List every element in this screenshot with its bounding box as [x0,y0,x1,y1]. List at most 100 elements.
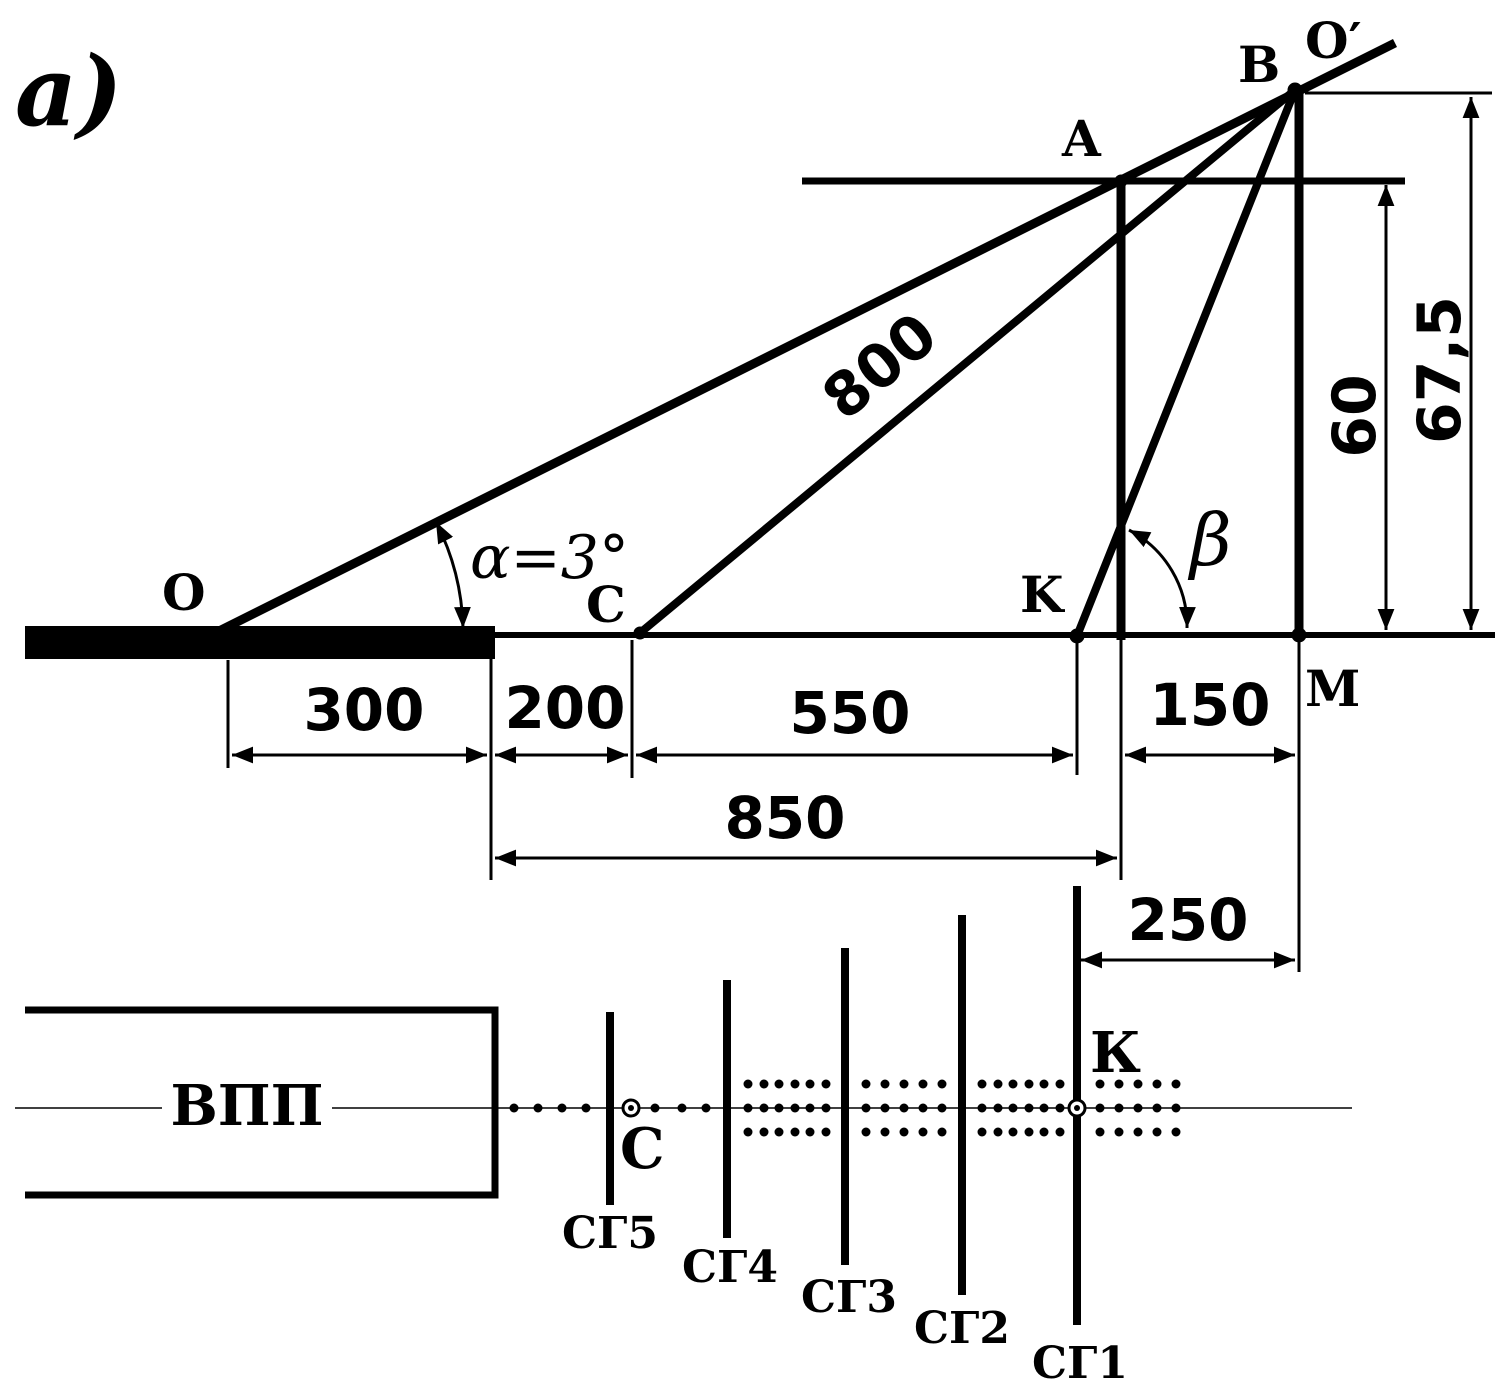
approach-light-dot [1095,1127,1105,1137]
plan-view: ВПП С К СГ5 СГ4 СГ3 СГ2 СГ1 [15,886,1352,1389]
label-m: M [1305,659,1360,718]
approach-light-dot [759,1079,769,1089]
approach-light-dot [977,1103,987,1113]
label-o-prime: O′ [1305,11,1362,70]
approach-light-dot [821,1127,831,1137]
point-a [1114,174,1128,188]
elevation-labels: O O′ B A C K M α=3° β 800 60 67,5 300 20… [162,11,1475,954]
approach-light-dot [677,1103,687,1113]
approach-light-dot [1055,1079,1065,1089]
label-o: O [162,563,206,622]
approach-light-dot [1008,1079,1018,1089]
plan-label-k: К [1090,1020,1141,1086]
label-b: B [1238,35,1280,94]
label-a: A [1061,109,1102,168]
approach-light-dot [880,1079,890,1089]
approach-light-dot [918,1103,928,1113]
approach-light-dot [1039,1127,1049,1137]
line-k-to-b [1073,88,1299,638]
label-60: 60 [1320,374,1390,458]
plan-label-c: С [620,1116,665,1182]
label-sg5: СГ5 [562,1208,658,1259]
label-sg3: СГ3 [801,1272,897,1323]
approach-light-dot [993,1079,1003,1089]
glide-path-line [212,38,1398,638]
approach-light-dot [650,1103,660,1113]
approach-light-dot [977,1079,987,1089]
approach-light-dot [1024,1079,1034,1089]
approach-light-dot [759,1103,769,1113]
label-beta: β [1187,498,1232,582]
approach-light-dot [1171,1127,1181,1137]
approach-light-dot [1171,1103,1181,1113]
label-250: 250 [1127,886,1248,954]
approach-light-dot [743,1103,753,1113]
label-200: 200 [504,674,625,742]
runway-outline [25,1006,499,1199]
approach-light-dot [1095,1103,1105,1113]
label-850: 850 [724,784,845,852]
approach-light-dot [1133,1127,1143,1137]
approach-light-dot [937,1079,947,1089]
approach-light-dot [1095,1079,1105,1089]
approach-light-dot [557,1103,567,1113]
approach-light-dot [774,1127,784,1137]
approach-light-dot [759,1127,769,1137]
line-c-to-b [637,86,1298,637]
approach-light-dot [1039,1103,1049,1113]
approach-light-dot [899,1079,909,1089]
approach-light-dot [861,1103,871,1113]
approach-light-dot [1055,1127,1065,1137]
approach-light-dot [1114,1079,1124,1089]
approach-light-dot [937,1127,947,1137]
approach-light-dot [1008,1127,1018,1137]
approach-lights [509,1079,1181,1137]
panel-label: a) [15,35,123,148]
label-675: 67,5 [1405,296,1475,444]
approach-light-dot [743,1127,753,1137]
approach-light-dot [1008,1103,1018,1113]
approach-light-dot [1152,1103,1162,1113]
approach-light-dot [774,1103,784,1113]
runway-section-elevation [25,626,495,659]
approach-light-dot [790,1127,800,1137]
approach-light-dot [993,1103,1003,1113]
approach-light-dot [937,1103,947,1113]
approach-light-dot [533,1103,543,1113]
point-m [1291,627,1307,643]
approach-light-dot [1024,1103,1034,1113]
alpha-arc [434,521,471,629]
approach-light-dot [861,1127,871,1137]
elevation-view [25,38,1495,972]
approach-light-dot [581,1103,591,1113]
approach-light-dot [805,1079,815,1089]
approach-light-dot [1133,1079,1143,1089]
point-c [633,626,647,640]
approach-light-dot [1114,1127,1124,1137]
approach-light-dot [1024,1127,1034,1137]
approach-light-dot [790,1079,800,1089]
runway-label-bg [162,1075,332,1135]
approach-light-dot [701,1103,711,1113]
approach-light-dot [993,1127,1003,1137]
approach-light-dot [821,1103,831,1113]
beta-arc [1128,528,1196,629]
approach-light-dot [805,1103,815,1113]
plan-point-k-center [1074,1105,1080,1111]
approach-light-dot [1171,1079,1181,1089]
runway-label: ВПП [170,1073,323,1139]
approach-light-dot [774,1079,784,1089]
approach-light-dot [1152,1079,1162,1089]
label-150: 150 [1149,671,1270,739]
approach-light-dot [1039,1079,1049,1089]
approach-light-dot [1152,1127,1162,1137]
label-sg4: СГ4 [682,1242,778,1293]
approach-light-dot [977,1127,987,1137]
approach-light-dot [509,1103,519,1113]
approach-light-dot [743,1079,753,1089]
approach-light-dot [880,1127,890,1137]
approach-light-dot [805,1127,815,1137]
approach-light-dot [918,1127,928,1137]
approach-light-dot [880,1103,890,1113]
